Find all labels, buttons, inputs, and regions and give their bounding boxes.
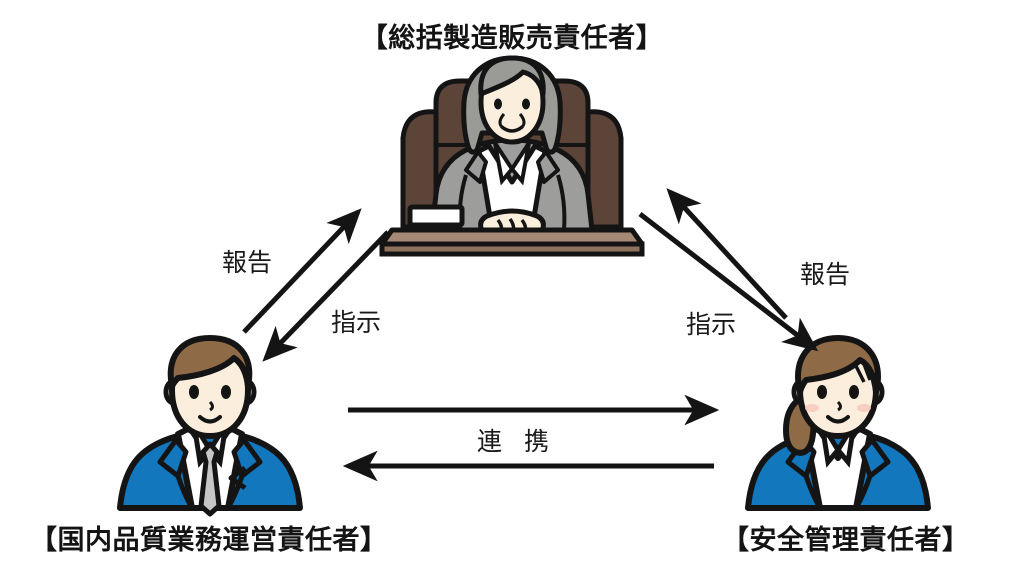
page-title-marketing-supervisor-general: 【総括製造販売責任者】 (360, 23, 664, 54)
edge-label-right-order: 指示 (686, 310, 737, 339)
edge-label-right-report: 報告 (800, 260, 851, 289)
edge-label-liaison: 連 携 (477, 427, 556, 456)
edge-label-left-order: 指示 (331, 308, 382, 337)
edge-label-left-report: 報告 (222, 248, 273, 277)
figure-marketing-supervisor-general (379, 55, 645, 257)
figure-safety-control-manager (745, 335, 931, 511)
label-domestic-quality-operations-manager: 【国内品質業務運営責任者】 (30, 525, 388, 556)
label-safety-control-manager: 【安全管理責任者】 (722, 525, 970, 556)
executive-head (461, 55, 563, 155)
figure-domestic-quality-operations-manager (117, 335, 303, 517)
